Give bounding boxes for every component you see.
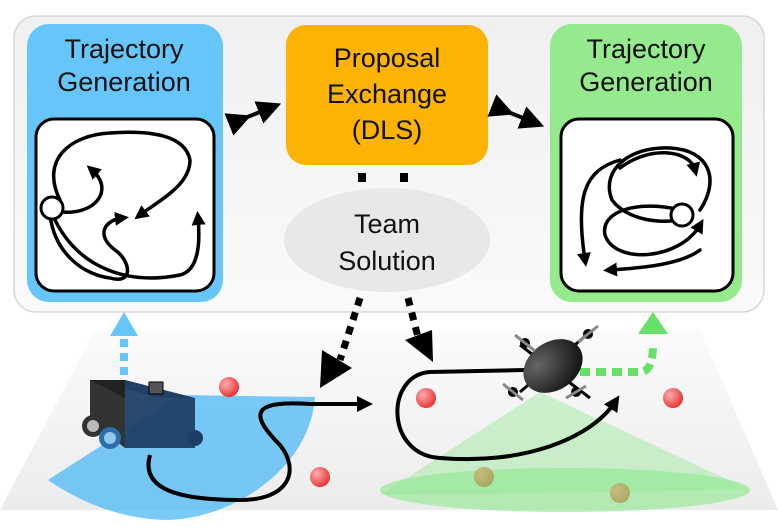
trajectory-sketch-icon: [39, 130, 206, 281]
right-panel-title-line1: Trajectory: [586, 34, 706, 64]
ground-robot-feedback-arrow: [110, 312, 138, 375]
right-panel-title-line2: Generation: [579, 67, 713, 97]
team-line2: Solution: [338, 246, 436, 276]
ground-robot-icon: [82, 380, 203, 449]
exchange-line1: Proposal: [334, 43, 441, 73]
team-to-ground-arrow: [320, 296, 364, 388]
team-solution-ellipse: Team Solution: [284, 188, 490, 292]
exchange-team-connector: [358, 173, 408, 182]
team-to-aerial-arrow: [404, 297, 433, 362]
ground-robot-path: [146, 396, 373, 503]
exchange-arrow-right: [487, 94, 545, 129]
obstacle: [474, 467, 494, 487]
obstacle: [219, 377, 239, 397]
obstacle: [663, 388, 683, 408]
obstacles: [219, 377, 683, 503]
team-line1: Team: [354, 209, 420, 239]
exchange-line3: (DLS): [352, 115, 423, 145]
exchange-arrow-left: [224, 101, 282, 136]
left-trajectory-panel: Trajectory Generation: [27, 24, 223, 302]
ground-robot-fov: [48, 395, 315, 520]
trajectory-sketch-icon: [577, 146, 712, 277]
obstacle: [416, 388, 436, 408]
obstacle: [310, 467, 330, 487]
exchange-line2: Exchange: [327, 79, 447, 109]
left-panel-title-line2: Generation: [57, 67, 191, 97]
aerial-robot-path: [395, 368, 620, 462]
proposal-exchange-box: Proposal Exchange (DLS): [286, 25, 488, 165]
aerial-robot-feedback-arrow: [580, 312, 668, 376]
aerial-robot-icon: [502, 324, 599, 402]
left-panel-title-line1: Trajectory: [64, 34, 184, 64]
aerial-robot-fov: [380, 392, 750, 512]
right-trajectory-panel: Trajectory Generation: [550, 24, 742, 302]
obstacle: [610, 483, 630, 503]
